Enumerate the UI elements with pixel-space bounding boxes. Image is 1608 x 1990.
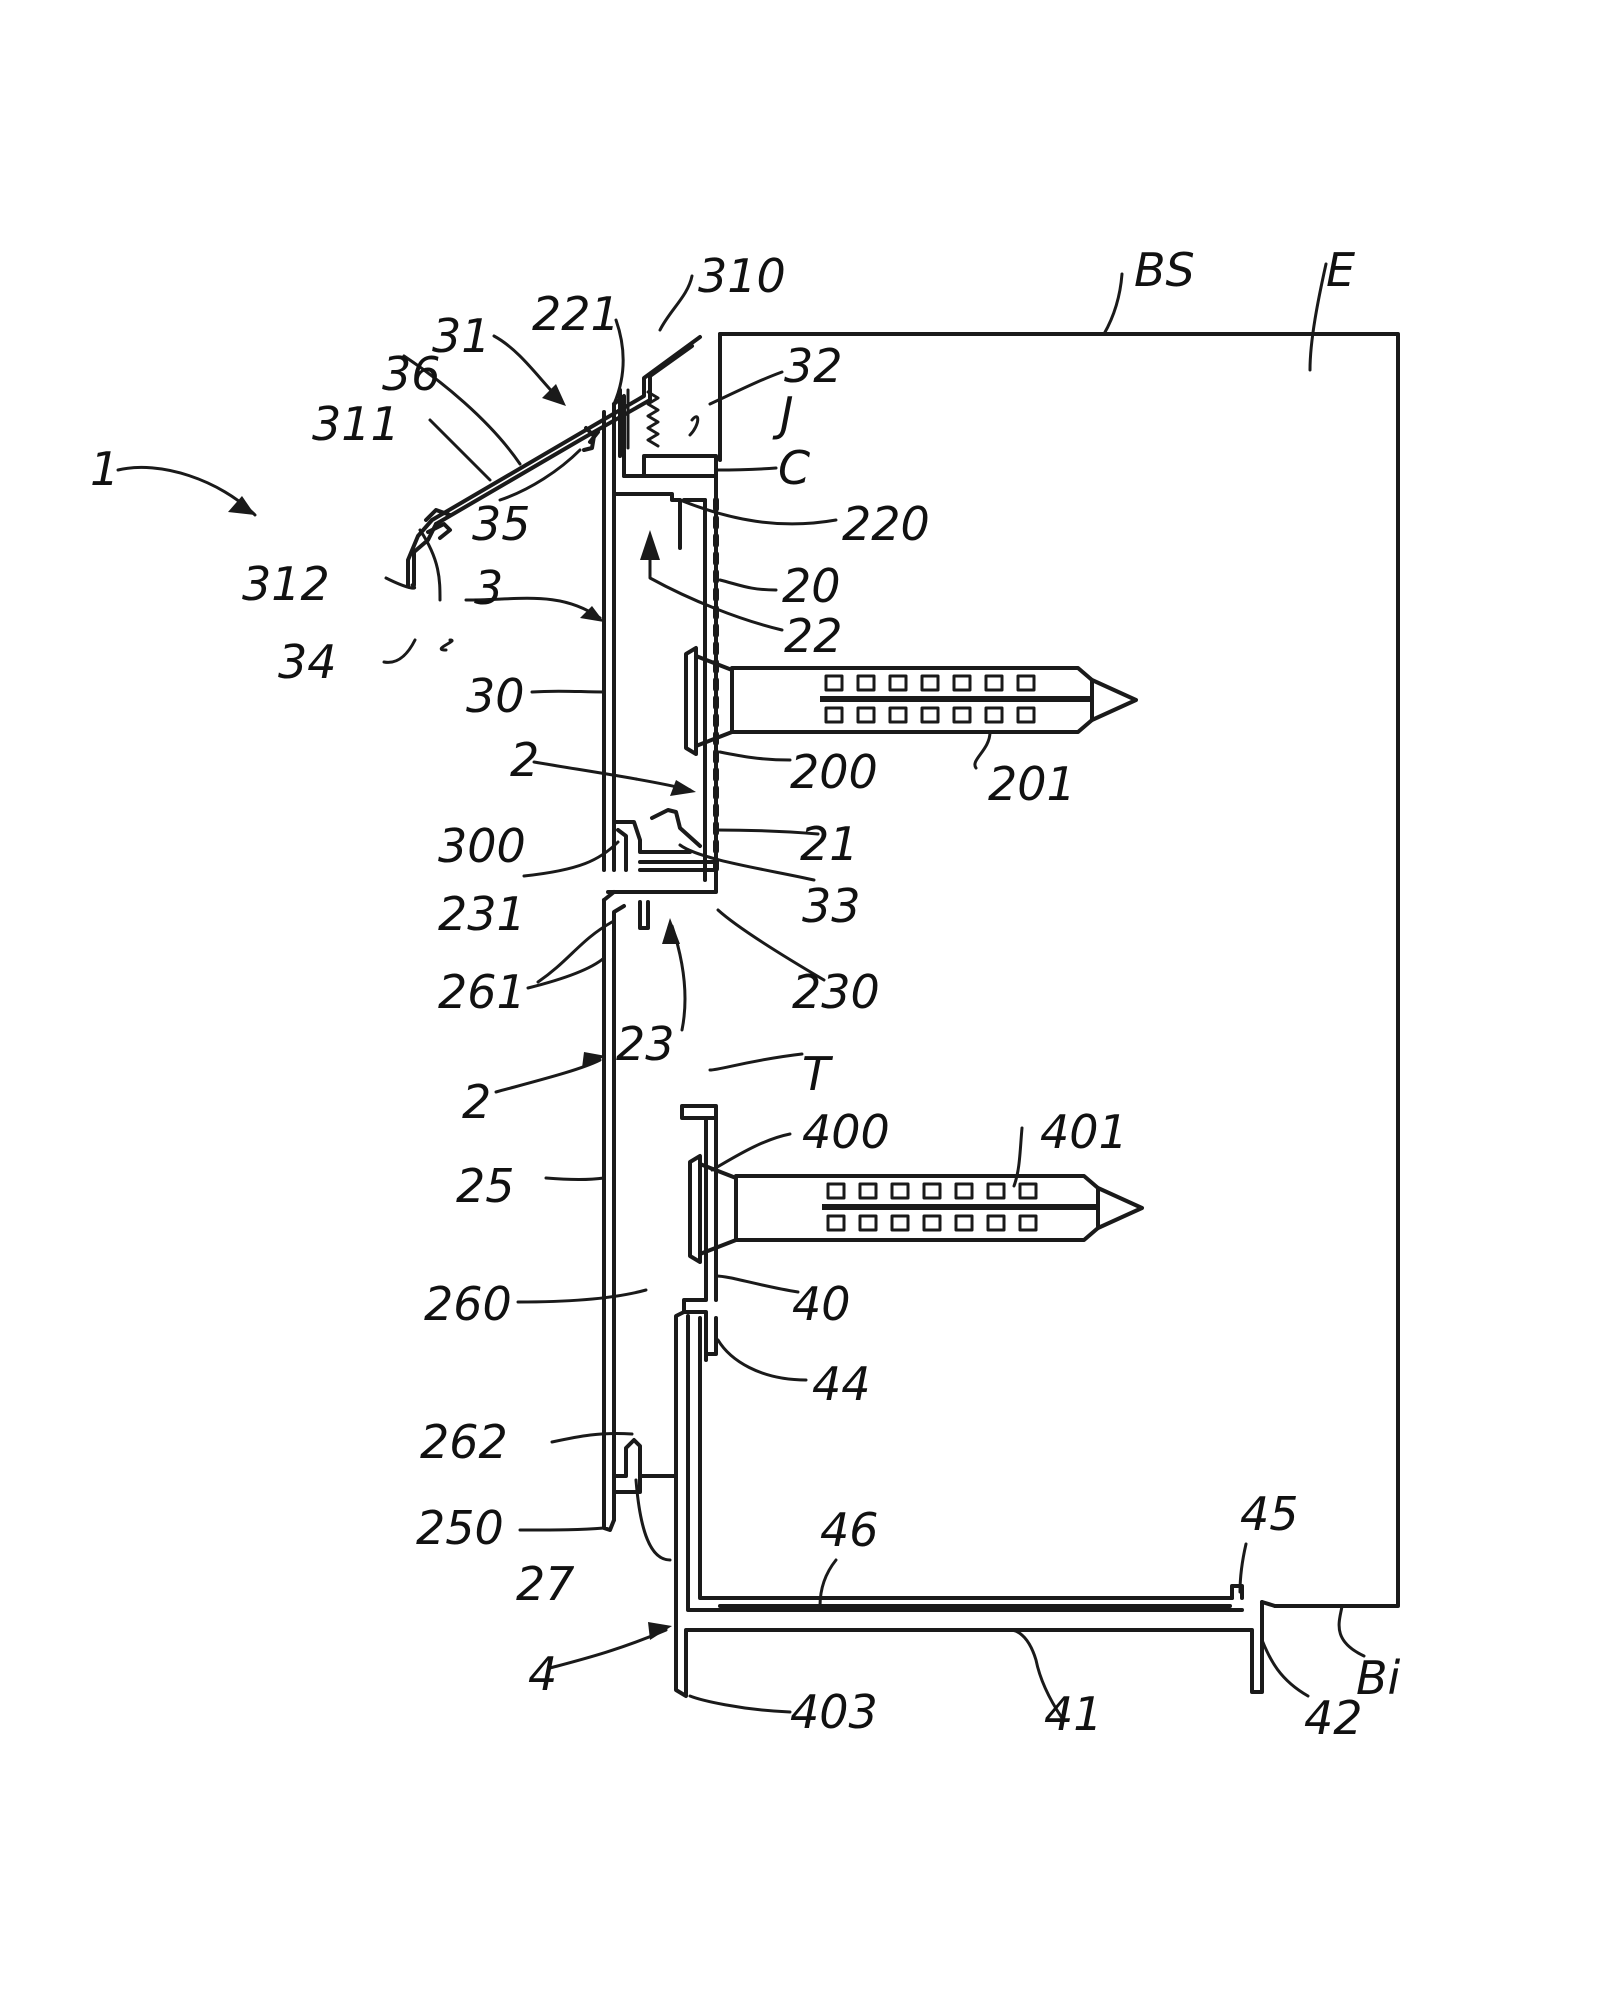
label-34: 34 (278, 635, 337, 689)
label-Bi: Bi (1356, 1651, 1401, 1705)
label-27: 27 (516, 1557, 575, 1611)
label-20: 20 (782, 559, 841, 613)
label-31: 31 (432, 309, 491, 363)
label-3: 3 (474, 561, 503, 615)
label-250: 250 (416, 1501, 504, 1555)
label-401: 401 (1040, 1105, 1128, 1159)
label-312: 312 (242, 557, 330, 611)
label-262: 262 (420, 1415, 508, 1469)
label-2-upper: 2 (510, 733, 539, 787)
label-40: 40 (792, 1277, 851, 1331)
label-21: 21 (800, 817, 859, 871)
label-44: 44 (812, 1357, 871, 1411)
label-35: 35 (472, 497, 531, 551)
label-201: 201 (988, 757, 1076, 811)
label-C: C (778, 441, 810, 495)
label-23: 23 (616, 1017, 675, 1071)
label-41: 41 (1044, 1687, 1103, 1741)
label-2-lower: 2 (462, 1075, 491, 1129)
label-30: 30 (466, 669, 525, 723)
label-25: 25 (456, 1159, 515, 1213)
label-22: 22 (784, 609, 843, 663)
label-36: 36 (382, 347, 441, 401)
label-E: E (1326, 243, 1355, 297)
label-42: 42 (1304, 1691, 1363, 1745)
label-BS: BS (1134, 243, 1195, 297)
label-1: 1 (90, 442, 119, 496)
label-231: 231 (438, 887, 526, 941)
label-33: 33 (802, 879, 861, 933)
label-221: 221 (532, 287, 620, 341)
label-230: 230 (792, 965, 880, 1019)
label-310: 310 (698, 249, 786, 303)
label-260: 260 (424, 1277, 512, 1331)
label-311: 311 (312, 397, 400, 451)
label-403: 403 (790, 1685, 878, 1739)
label-T: T (802, 1047, 834, 1101)
label-46: 46 (820, 1503, 879, 1557)
label-32: 32 (784, 339, 843, 393)
label-300: 300 (438, 819, 526, 873)
label-200: 200 (790, 745, 878, 799)
label-400: 400 (802, 1105, 890, 1159)
label-261: 261 (438, 965, 526, 1019)
label-220: 220 (842, 497, 930, 551)
label-45: 45 (1240, 1487, 1299, 1541)
label-4: 4 (528, 1647, 557, 1701)
